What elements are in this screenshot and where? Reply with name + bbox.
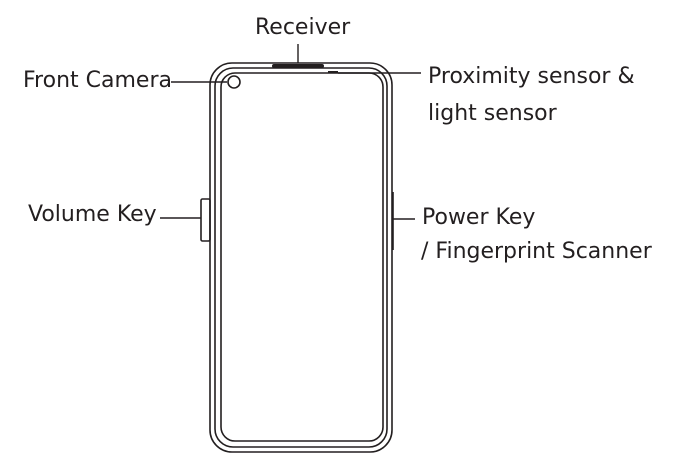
phone-outer-frame <box>209 62 393 453</box>
phone-inner-frame <box>214 67 388 448</box>
phone-screen <box>220 72 384 442</box>
proximity-sensor-label-line2: light sensor <box>428 101 557 126</box>
power-key-label-line2: / Fingerprint Scanner <box>421 239 652 264</box>
receiver-label: Receiver <box>255 15 351 40</box>
front-camera-hole <box>227 75 241 89</box>
receiver-slot <box>272 64 324 68</box>
proximity-sensor-mark <box>328 71 338 74</box>
proximity-sensor-label-line1: Proximity sensor & <box>428 64 635 89</box>
volume-key-button <box>200 198 211 242</box>
power-key-label-line1: Power Key <box>422 205 536 230</box>
front-camera-label: Front Camera <box>23 68 172 93</box>
volume-key-label: Volume Key <box>28 202 157 227</box>
